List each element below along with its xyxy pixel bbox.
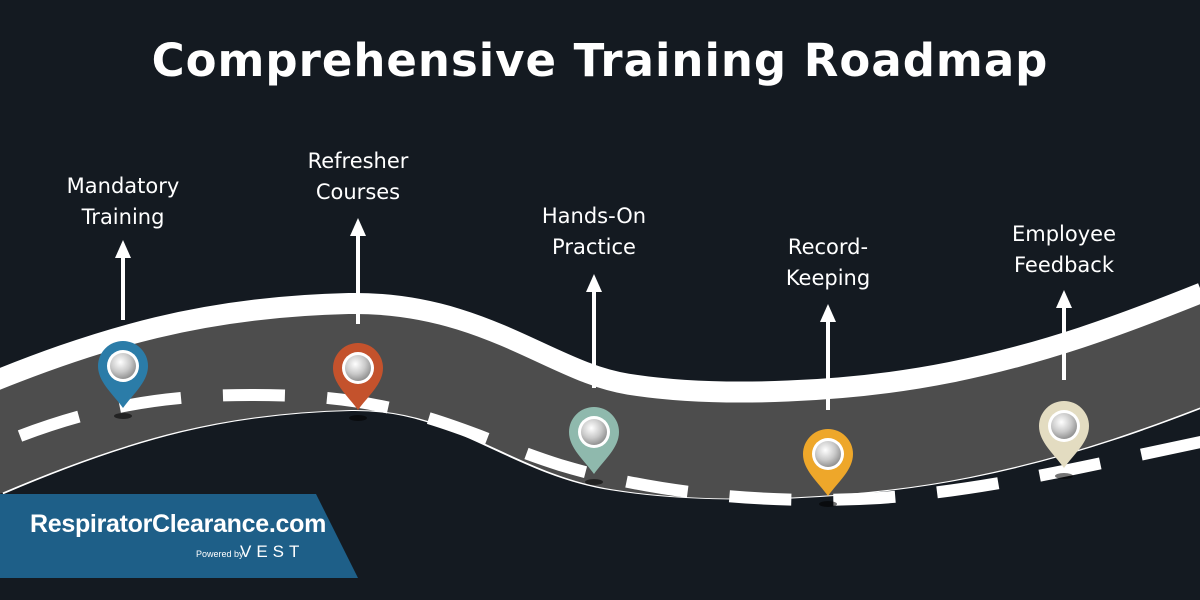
brand-powered-by: Powered by <box>196 549 244 559</box>
pin-icon-hands-on-practice <box>569 407 619 485</box>
arrow-employee-feedback <box>1056 290 1072 380</box>
pin-icon-refresher-courses <box>333 343 383 421</box>
arrow-hands-on-practice <box>586 274 602 388</box>
step-label-line2: Keeping <box>785 266 871 290</box>
brand-partner-logo: VEST <box>240 542 305 561</box>
arrow-mandatory-training <box>115 240 131 320</box>
brand-banner[interactable]: RespiratorClearance.com Powered by VEST <box>0 494 360 578</box>
brand-logo-text: RespiratorClearance.com <box>30 510 327 538</box>
arrow-record-keeping <box>820 304 836 410</box>
step-label-mandatory-training: Mandatory Training <box>33 171 213 233</box>
road-surface <box>0 304 1200 499</box>
step-label-hands-on-practice: Hands-On Practice <box>504 201 684 263</box>
road-center-line <box>17 388 1200 506</box>
pin-icon-mandatory-training <box>98 341 148 419</box>
step-label-record-keeping: Record- Keeping <box>738 232 918 294</box>
step-label-refresher-courses: Refresher Courses <box>268 146 448 208</box>
step-label-line2: Courses <box>315 180 401 204</box>
step-label-line1: Refresher <box>307 149 409 173</box>
step-label-line1: Record- <box>787 235 869 259</box>
brand-banner-background <box>0 494 358 578</box>
arrow-refresher-courses <box>350 218 366 324</box>
pin-icon-record-keeping <box>803 429 853 507</box>
step-label-line1: Mandatory <box>66 174 180 198</box>
page-title: Comprehensive Training Roadmap <box>151 34 1049 87</box>
step-label-line1: Hands-On <box>541 204 647 228</box>
step-label-line2: Feedback <box>1013 253 1114 277</box>
pin-icon-employee-feedback <box>1039 401 1089 479</box>
step-label-line2: Practice <box>552 235 636 259</box>
step-label-employee-feedback: Employee Feedback <box>974 219 1154 281</box>
step-label-line2: Training <box>81 205 165 229</box>
step-label-line1: Employee <box>1011 222 1116 246</box>
